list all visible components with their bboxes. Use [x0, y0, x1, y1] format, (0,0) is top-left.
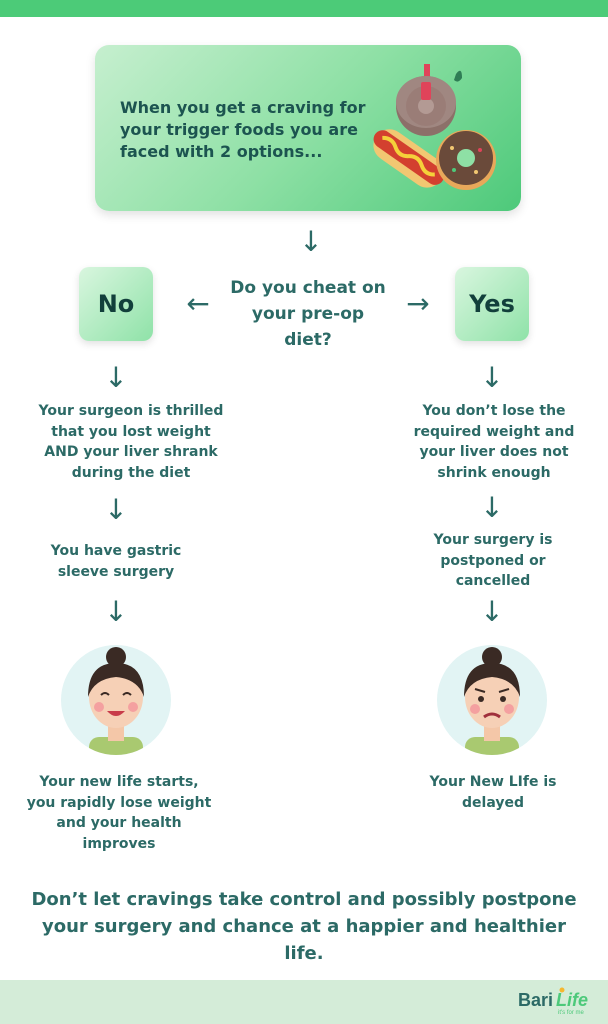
- no-outcome: Your new life starts, you rapidly lose w…: [26, 774, 212, 852]
- svg-text:Life: Life: [556, 990, 588, 1010]
- donut-icon: [436, 130, 496, 190]
- svg-text:Bari: Bari: [518, 990, 553, 1010]
- yes-label: Yes: [469, 290, 515, 318]
- closing-message: Don’t let cravings take control and poss…: [31, 889, 577, 964]
- arrow-down-icon: ↓: [480, 595, 504, 628]
- no-step-surgeon-thrilled: Your surgeon is thrilled that you lost w…: [38, 403, 224, 481]
- no-option: No: [79, 267, 153, 341]
- yes-step-postponed: Your surgery is postponed or cancelled: [433, 532, 553, 589]
- arrow-down-icon: ↓: [104, 595, 128, 628]
- sad-woman-avatar: [437, 645, 547, 755]
- hot-dog-icon: [373, 129, 445, 188]
- arrow-down-icon: ↓: [104, 361, 128, 394]
- yes-option: Yes: [455, 267, 529, 341]
- arrow-down-icon: ↓: [480, 491, 504, 524]
- arrow-down-icon: ↓: [299, 225, 323, 258]
- intro-text: When you get a craving for your trigger …: [120, 98, 366, 161]
- barilife-logo-icon: Bari Life it's for me: [518, 987, 588, 1016]
- yes-step-weight-not-lost: You don’t lose the required weight and y…: [413, 403, 575, 481]
- decision-question: Do you cheat on your pre-op diet?: [230, 278, 386, 350]
- arrow-down-icon: ↓: [480, 361, 504, 394]
- arrow-down-icon: ↓: [104, 493, 128, 526]
- barilife-logo: Bari Life it's for me: [518, 986, 598, 1016]
- happy-woman-avatar: [61, 645, 171, 755]
- arrow-right-icon: →: [406, 287, 430, 320]
- yes-outcome: Your New LIfe is delayed: [429, 774, 557, 811]
- no-step-surgery: You have gastric sleeve surgery: [50, 543, 182, 580]
- bottom-bar: [0, 980, 608, 1024]
- no-label: No: [97, 290, 135, 318]
- junk-food-icon: [373, 64, 496, 190]
- happy-face-icon: [88, 647, 144, 755]
- soda-cup-icon: [396, 64, 462, 136]
- top-bar: [0, 0, 608, 17]
- svg-text:it's for me: it's for me: [558, 1010, 584, 1016]
- arrow-left-icon: ←: [186, 287, 210, 320]
- sad-face-icon: [464, 647, 520, 755]
